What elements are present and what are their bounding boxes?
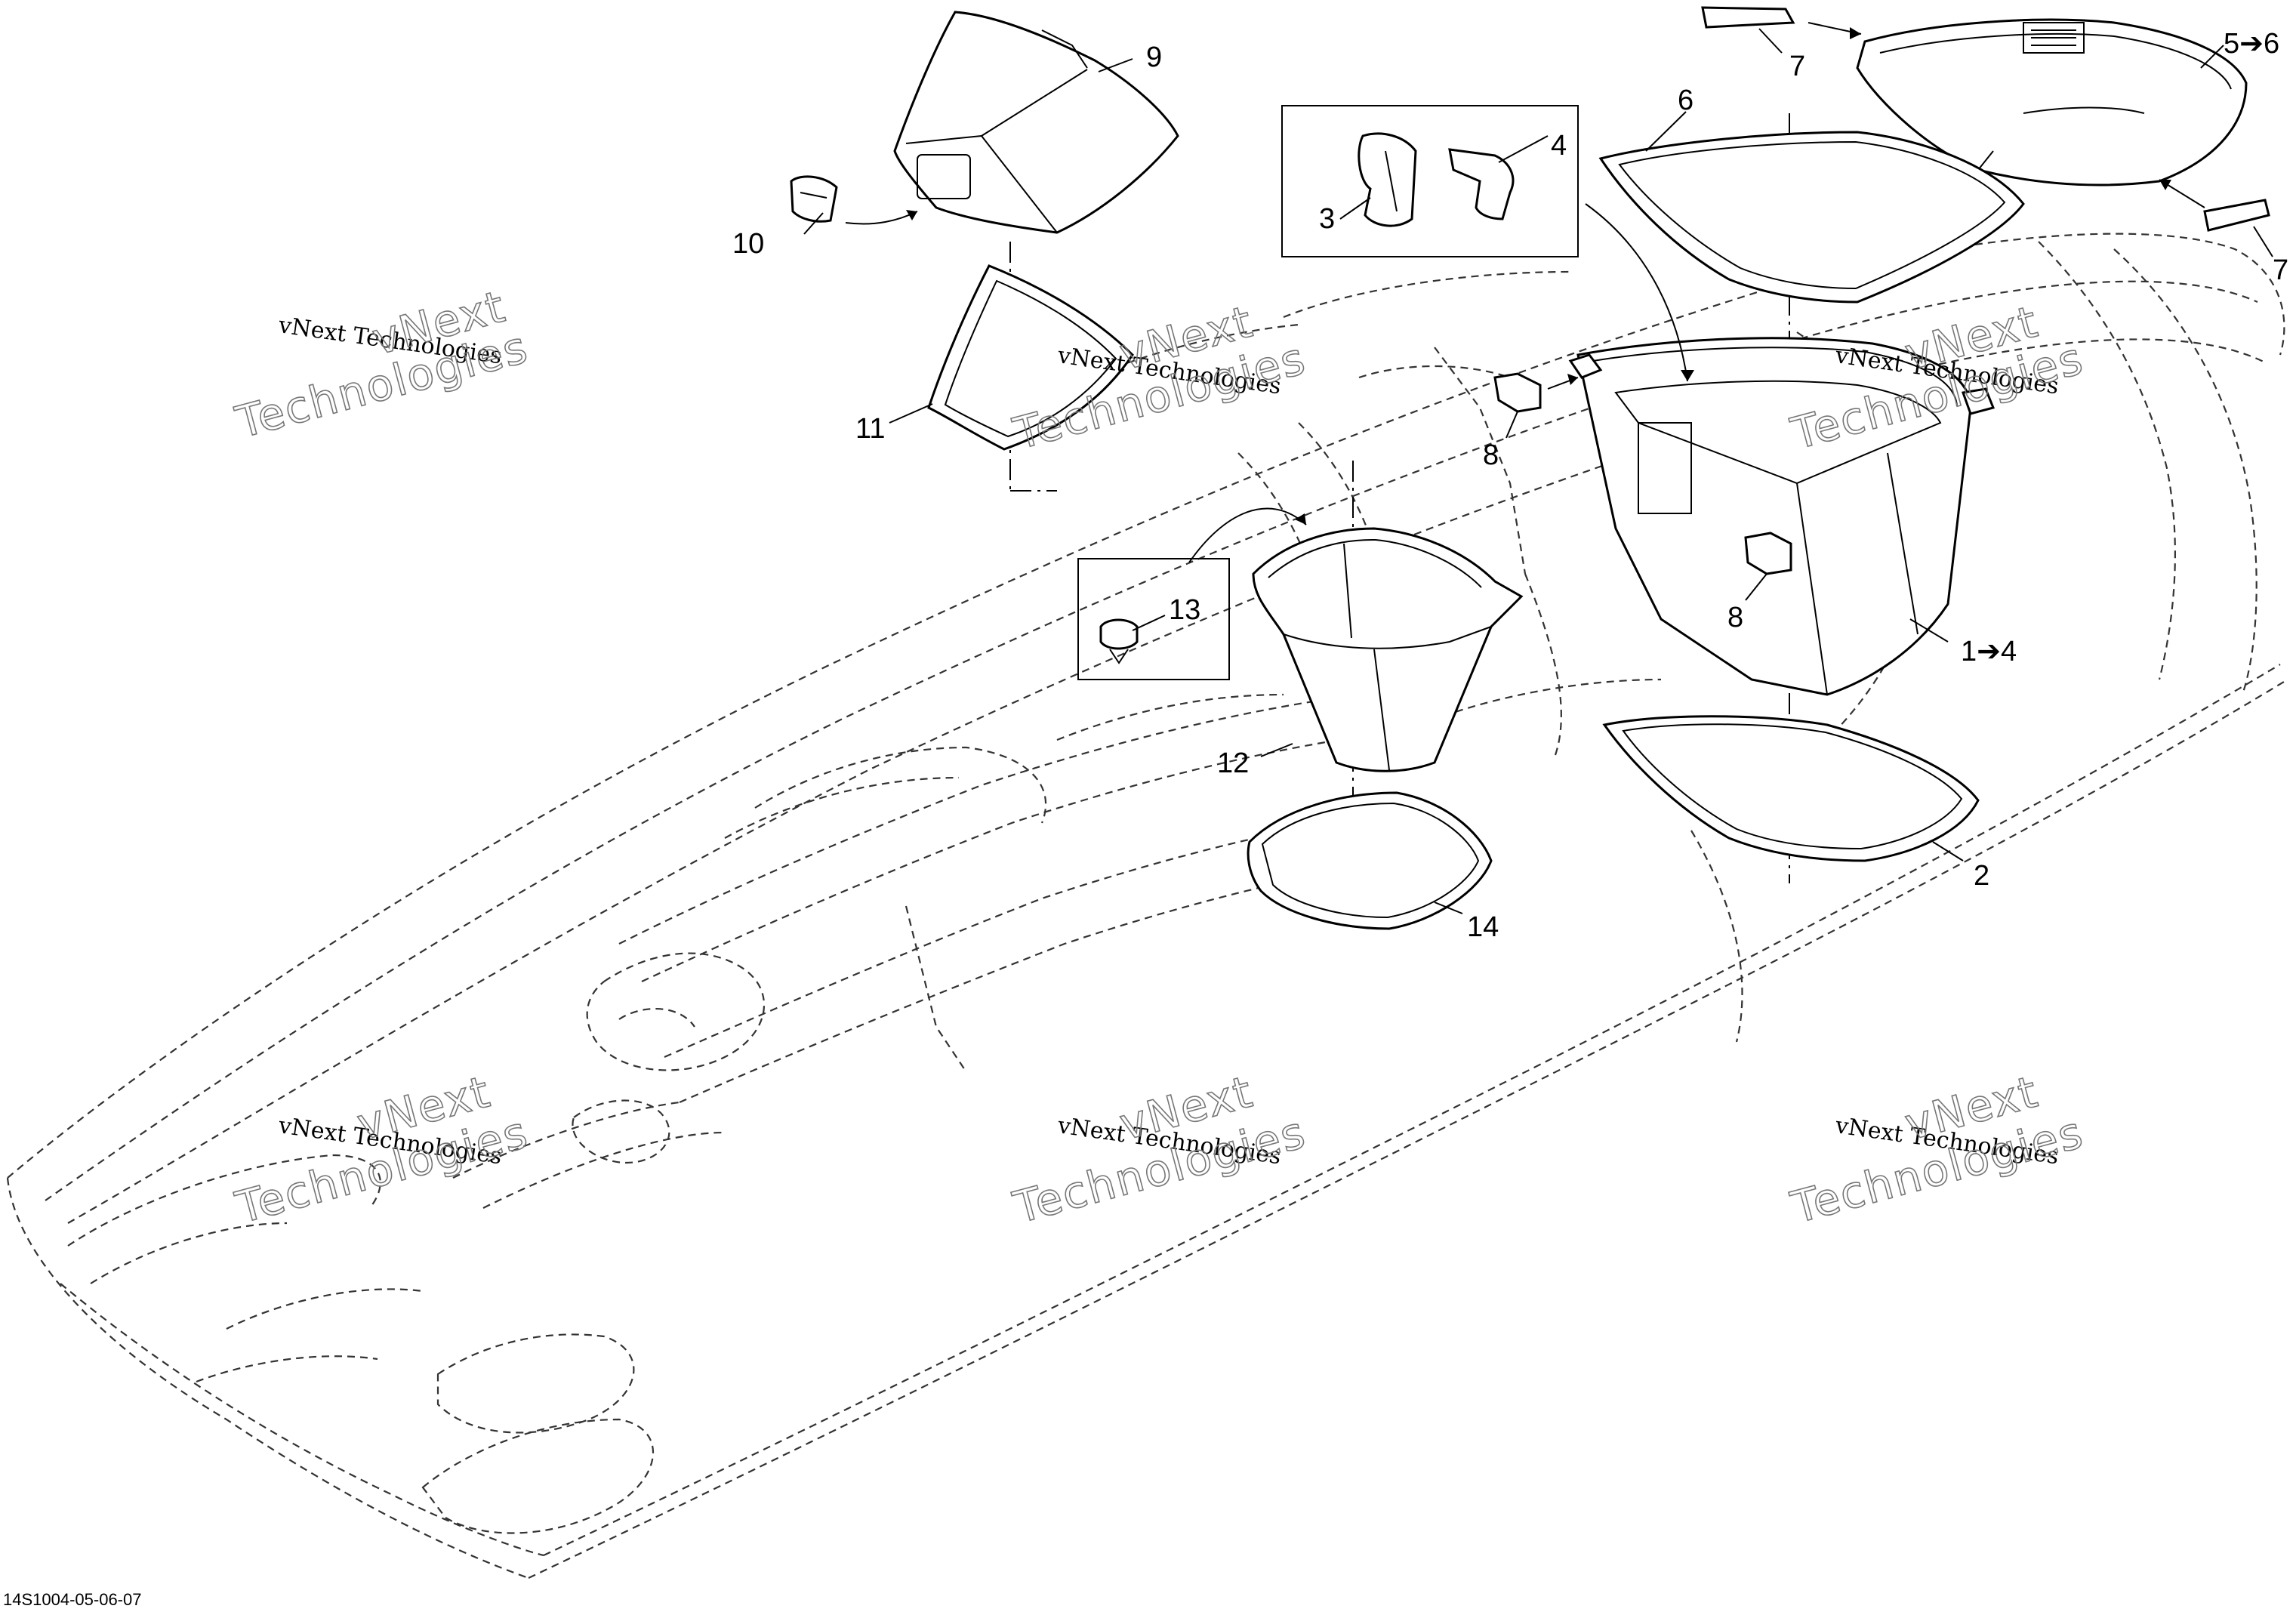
callouts: 1➔4 2 3 4 5➔6 6 7 7 8 8 9 10 11 12 13 14 — [732, 28, 2288, 943]
part-5-6-storage-cover — [1856, 18, 2248, 186]
watermark-bottom-right: vNext Technologies vNext Technologies — [1785, 1065, 2089, 1234]
callout-3: 3 — [1319, 203, 1335, 235]
part-7-latch-top — [1701, 6, 1795, 29]
callout-7-top: 7 — [1789, 51, 1805, 82]
part-8-clip-upper — [1493, 372, 1542, 413]
hull-outline — [6, 233, 2288, 1580]
part-11-gasket — [927, 264, 1134, 451]
watermark-bottom-left: vNext Technologies vNext Technologies — [230, 1065, 534, 1234]
arrowheads — [906, 27, 2171, 525]
callout-1-4: 1➔4 — [1961, 636, 2017, 667]
drawing-code: 14S1004-05-06-07 — [3, 1590, 142, 1609]
part-14-gasket — [1247, 791, 1493, 930]
part-13-box — [1077, 558, 1230, 680]
part-7-latch-right — [2203, 199, 2270, 232]
callout-13: 13 — [1169, 594, 1200, 626]
parts-3-4-box — [1281, 105, 1579, 257]
part-8-clip-lower — [1744, 532, 1792, 575]
leader-lines — [803, 22, 2273, 914]
callout-6: 6 — [1678, 85, 1693, 116]
part-10-lock — [790, 175, 838, 223]
callout-14: 14 — [1467, 911, 1499, 943]
callout-7-right: 7 — [2273, 254, 2288, 286]
callout-11: 11 — [855, 413, 885, 445]
callout-5-6: 5➔6 — [2224, 28, 2279, 60]
part-6-gasket — [1598, 131, 2025, 304]
callout-8-upper: 8 — [1483, 439, 1499, 471]
callout-12: 12 — [1217, 747, 1249, 779]
part-2-gasket — [1602, 715, 1980, 862]
callout-9: 9 — [1146, 42, 1162, 73]
part-1-4-storage-bin — [1568, 337, 1996, 696]
callout-2: 2 — [1974, 860, 1989, 892]
part-12-storage-bin — [1252, 527, 1524, 772]
callout-10: 10 — [732, 228, 764, 260]
callout-8-lower: 8 — [1727, 602, 1743, 633]
callout-4: 4 — [1551, 130, 1567, 162]
watermark-top-left: vNext Technologies vNext Technologies — [230, 280, 534, 449]
part-9-glovebox-cover — [893, 11, 1179, 234]
watermark-bottom-center: vNext Technologies vNext Technologies — [1007, 1065, 1311, 1234]
